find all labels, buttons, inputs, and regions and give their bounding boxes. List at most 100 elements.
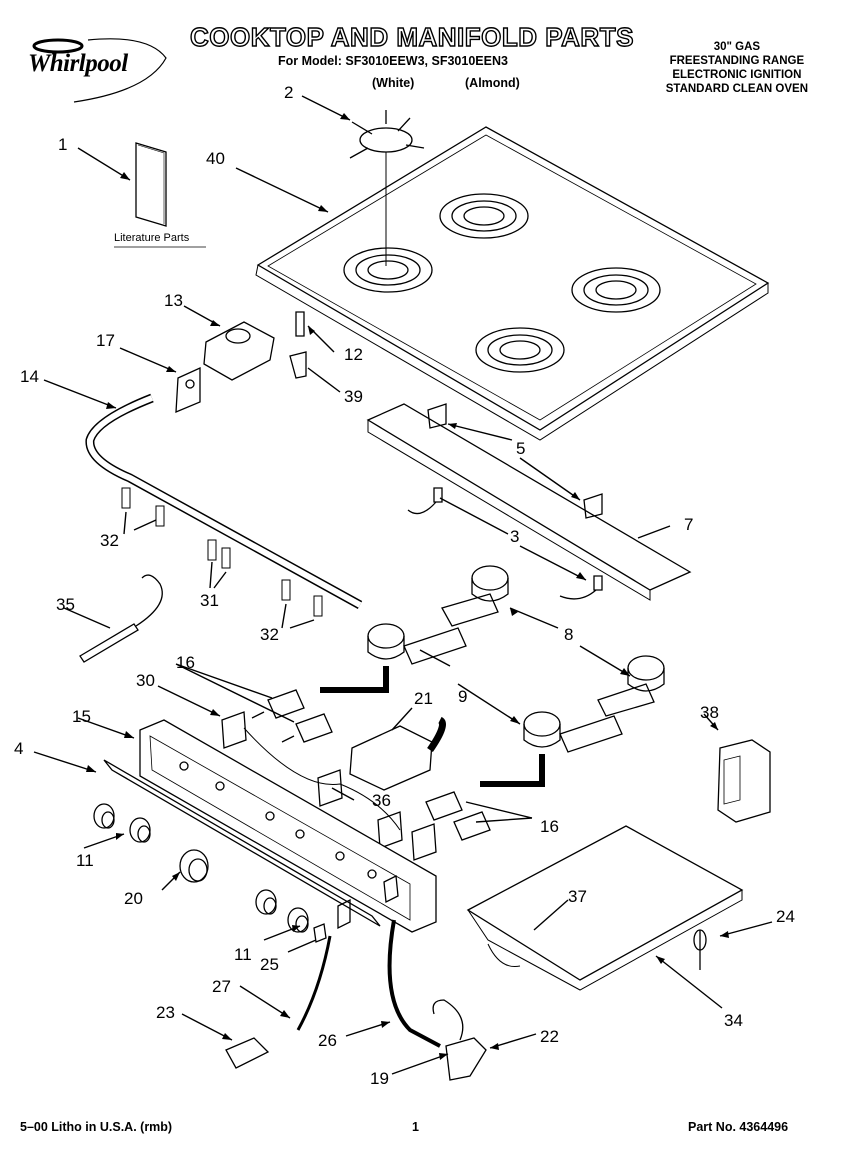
callout-24: 24 bbox=[776, 907, 795, 926]
callout-25: 25 bbox=[260, 955, 279, 974]
pressure-regulator bbox=[203, 321, 275, 381]
callout-31: 31 bbox=[200, 591, 219, 610]
callout-30: 30 bbox=[136, 671, 155, 690]
callout-32a: 32 bbox=[100, 531, 119, 550]
page-title: COOKTOP AND MANIFOLD PARTS bbox=[189, 21, 634, 52]
top-burner bbox=[597, 655, 665, 717]
callout-2: 2 bbox=[284, 83, 293, 102]
callout-8: 8 bbox=[564, 625, 573, 644]
control-knob bbox=[129, 817, 151, 843]
callout-23: 23 bbox=[156, 1003, 175, 1022]
burner-ring bbox=[343, 247, 433, 293]
burner-valve bbox=[425, 791, 463, 821]
callout-26: 26 bbox=[318, 1031, 337, 1050]
oven-light-switch bbox=[313, 923, 327, 943]
callout-27: 27 bbox=[212, 977, 231, 996]
callout-37: 37 bbox=[568, 887, 587, 906]
callout-5: 5 bbox=[516, 439, 525, 458]
spec-line: STANDARD CLEAN OVEN bbox=[665, 83, 808, 95]
spec-block: 30" GAS FREESTANDING RANGE ELECTRONIC IG… bbox=[666, 40, 808, 96]
orifice-fitting bbox=[295, 311, 305, 337]
burner-valve bbox=[453, 811, 491, 841]
callout-1: 1 bbox=[58, 135, 67, 154]
spec-line: FREESTANDING RANGE bbox=[669, 55, 805, 67]
igniter-switch bbox=[317, 769, 343, 807]
callout-11b: 11 bbox=[234, 945, 252, 964]
panel-hole bbox=[179, 761, 377, 879]
front-burner bbox=[480, 711, 623, 787]
igniter-switch bbox=[411, 823, 437, 861]
igniter-switch bbox=[377, 811, 403, 849]
spec-line: ELECTRONIC IGNITION bbox=[672, 69, 802, 81]
callout-21: 21 bbox=[414, 689, 433, 708]
oven-thermostat bbox=[445, 1037, 487, 1081]
callout-17: 17 bbox=[96, 331, 115, 350]
callout-38: 38 bbox=[700, 703, 719, 722]
callout-39: 39 bbox=[344, 387, 363, 406]
burner-support-bar bbox=[366, 403, 692, 591]
burner-grate bbox=[349, 110, 425, 159]
control-knob bbox=[93, 803, 115, 829]
callout-34: 34 bbox=[724, 1011, 743, 1030]
thermostat-bulb bbox=[79, 623, 139, 663]
callout-35: 35 bbox=[56, 595, 75, 614]
brand-name: Whirlpool bbox=[28, 50, 128, 77]
variant-almond: (Almond) bbox=[465, 76, 520, 90]
literature-booklet bbox=[135, 142, 167, 227]
footer-page-number: 1 bbox=[412, 1120, 419, 1134]
clip-bracket bbox=[289, 351, 307, 379]
callout-22: 22 bbox=[540, 1027, 559, 1046]
control-trim bbox=[103, 759, 381, 927]
callout-4: 4 bbox=[14, 739, 23, 758]
callout-14: 14 bbox=[20, 367, 39, 386]
callout-7: 7 bbox=[684, 515, 693, 534]
whirlpool-logo: Whirlpool bbox=[28, 36, 178, 106]
control-knob bbox=[287, 907, 309, 933]
burner-valve bbox=[281, 713, 333, 743]
oven-gas-tube bbox=[387, 919, 441, 1048]
callout-12: 12 bbox=[344, 345, 363, 364]
callout-36: 36 bbox=[372, 791, 391, 810]
variant-white: (White) bbox=[372, 76, 415, 90]
igniter-switch bbox=[221, 711, 247, 749]
burner-shield bbox=[466, 825, 744, 981]
burner-clip bbox=[427, 403, 447, 429]
leader-arrowheads bbox=[86, 113, 729, 1060]
spark-module-bracket bbox=[337, 898, 351, 930]
footer-litho: 5–00 Litho in U.S.A. (rmb) bbox=[20, 1120, 173, 1134]
front-burner bbox=[320, 623, 467, 693]
logo-swoosh-icon bbox=[32, 38, 167, 103]
manifold-bracket bbox=[175, 366, 201, 413]
switch-harness bbox=[243, 727, 401, 831]
cooktop-panel bbox=[256, 126, 770, 431]
callout-40: 40 bbox=[206, 149, 225, 168]
burner-ring bbox=[439, 193, 529, 239]
top-burner bbox=[441, 565, 509, 627]
igniter-electrode bbox=[559, 575, 603, 600]
oven-light-socket bbox=[225, 1037, 270, 1069]
burner-clip bbox=[583, 493, 603, 519]
callout-3: 3 bbox=[510, 527, 519, 546]
oven-control-knob bbox=[179, 849, 209, 883]
igniter-electrode bbox=[407, 487, 443, 515]
spark-module bbox=[717, 739, 771, 823]
callout-19: 19 bbox=[370, 1069, 389, 1088]
literature-label: Literature Parts bbox=[114, 232, 190, 244]
screw bbox=[121, 487, 323, 617]
callout-15: 15 bbox=[72, 707, 91, 726]
burner-ring bbox=[475, 327, 565, 373]
burner-ring bbox=[571, 267, 661, 313]
manifold-panel bbox=[139, 719, 437, 933]
footer-part-number: Part No. 4364496 bbox=[688, 1120, 789, 1134]
callout-9: 9 bbox=[458, 687, 467, 706]
spec-line: 30" GAS bbox=[713, 41, 761, 53]
callout-32b: 32 bbox=[260, 625, 279, 644]
model-line: For Model: SF3010EEW3, SF3010EEN3 bbox=[278, 54, 508, 68]
callout-16a: 16 bbox=[176, 653, 195, 672]
callout-13: 13 bbox=[164, 291, 183, 310]
oven-safety-valve bbox=[349, 725, 433, 791]
callout-16b: 16 bbox=[540, 817, 559, 836]
callout-11a: 11 bbox=[76, 851, 94, 870]
control-knob bbox=[255, 889, 277, 915]
